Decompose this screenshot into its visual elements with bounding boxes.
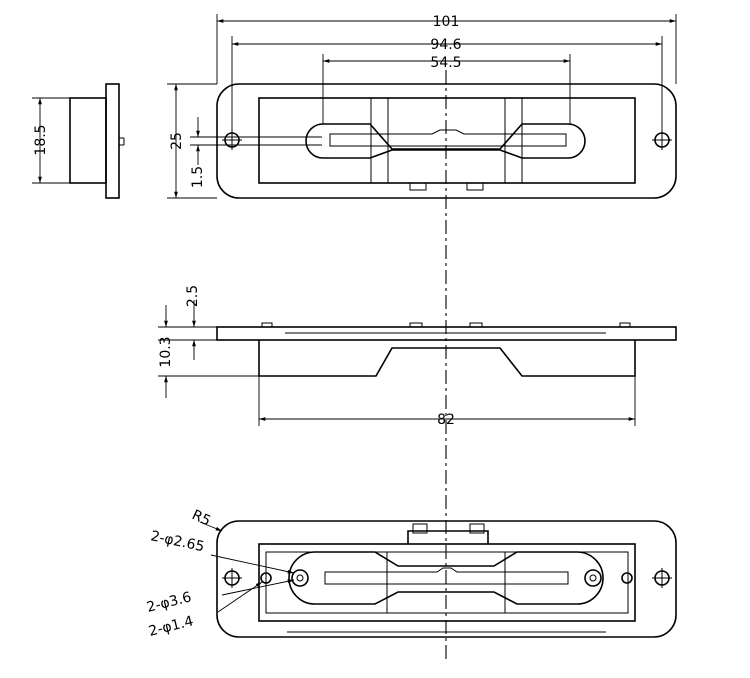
label-hole-b: 2-φ3.6 xyxy=(145,589,193,616)
dimension-hole-pitch: 94.6 xyxy=(430,37,461,53)
label-corner-radius: R5 xyxy=(189,507,213,529)
front-view xyxy=(216,322,677,377)
front-view-flange xyxy=(216,326,677,341)
side-view-flange xyxy=(105,83,120,199)
dimension-body-length: 82 xyxy=(437,412,455,428)
bottom-left-hole-3-6 xyxy=(291,569,309,587)
label-hole-a: 2-φ2.65 xyxy=(149,528,206,555)
front-view-dimensions: 2.5 10.3 82 xyxy=(158,285,636,428)
side-view: 18.5 xyxy=(32,83,125,199)
dimension-slot-offset: 1.5 xyxy=(190,166,206,188)
top-view-tab xyxy=(466,182,484,191)
dimension-side-height: 18.5 xyxy=(33,124,49,155)
dimension-overall-length: 101 xyxy=(433,14,460,30)
bottom-view-annotations: R5 2-φ2.65 2-φ3.6 2-φ1.4 xyxy=(145,507,295,640)
top-view-flange xyxy=(216,83,677,199)
top-view-dimensions: 101 94.6 54.5 25 1.5 xyxy=(167,14,677,199)
bottom-right-pin-hole xyxy=(621,572,633,584)
top-view-tab xyxy=(409,182,427,191)
top-view-body xyxy=(258,97,636,184)
top-view xyxy=(216,83,677,199)
dimension-body-depth: 10.3 xyxy=(158,336,174,367)
top-view-inner-slot xyxy=(329,129,567,147)
bottom-view-outer-frame xyxy=(258,543,636,622)
bottom-view-inner-slot xyxy=(324,567,569,585)
dimension-plate-height: 25 xyxy=(169,132,185,150)
dimension-slot-span: 54.5 xyxy=(430,55,461,71)
front-view-body xyxy=(258,340,636,377)
bottom-right-hole-3-6 xyxy=(584,569,602,587)
bottom-left-pin-hole xyxy=(260,572,272,584)
label-hole-c: 2-φ1.4 xyxy=(147,613,195,640)
dimension-plate-thickness: 2.5 xyxy=(185,285,201,307)
bottom-view-tab-bump xyxy=(407,530,489,544)
side-view-body xyxy=(69,97,107,184)
bottom-view-flange xyxy=(216,520,677,638)
